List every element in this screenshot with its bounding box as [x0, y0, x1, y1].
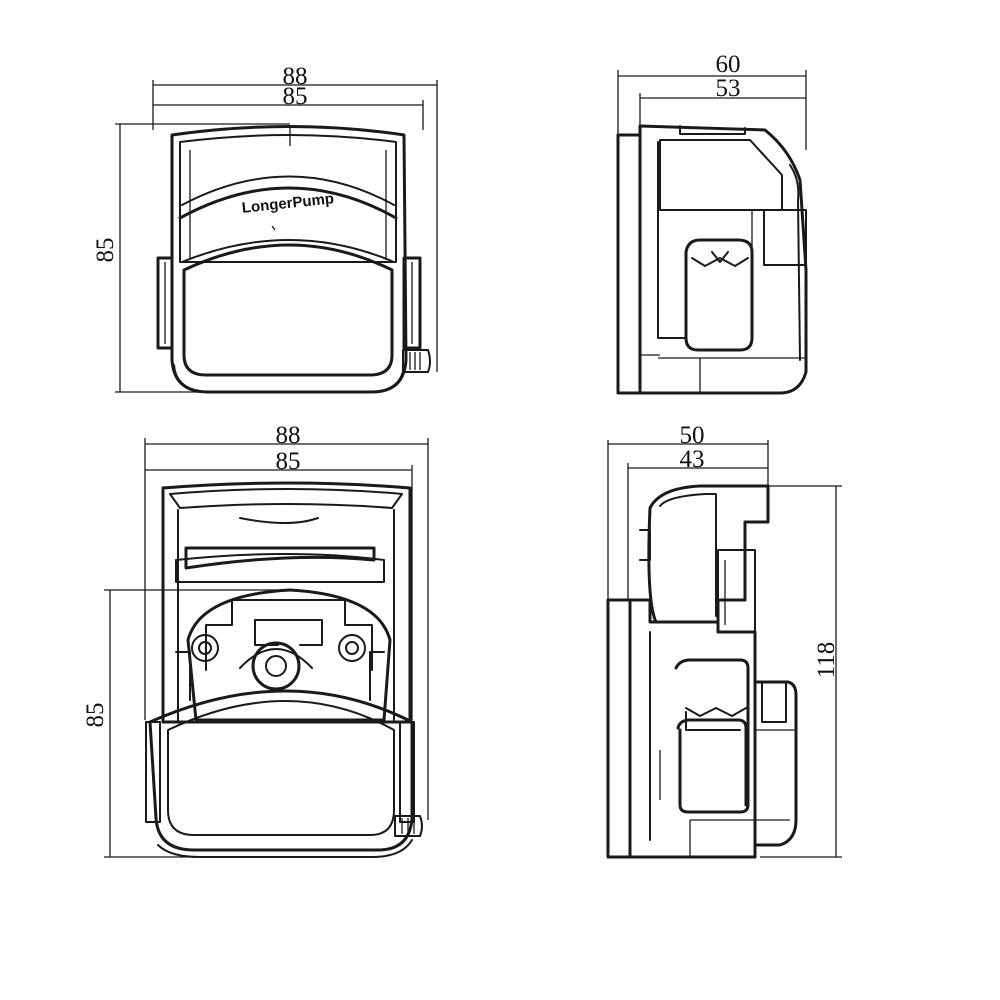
- front-view-top: 88 85 85 Lo: [92, 63, 438, 394]
- side-view-bottom: 50 43 118: [606, 422, 842, 859]
- pump-head-open: [145, 481, 423, 858]
- dim-width-outer: 88: [276, 422, 301, 449]
- dimension-lines-side-top: [617, 70, 807, 150]
- dim-height: 118: [813, 642, 840, 679]
- dimension-lines-front-bottom: [104, 438, 429, 858]
- dimension-lines-front-top: [115, 80, 438, 393]
- front-view-bottom: 88 85 85: [82, 422, 429, 858]
- dim-depth-inner: 53: [716, 75, 741, 102]
- dim-width-inner: 85: [283, 83, 308, 110]
- dim-depth-outer: 60: [716, 51, 741, 78]
- dim-height: 85: [92, 238, 119, 263]
- brand-logo: LongerPump: [241, 190, 335, 217]
- pump-head-side: [616, 124, 808, 395]
- dim-height: 85: [82, 703, 109, 728]
- pump-head-side-open: [606, 484, 798, 859]
- dimension-lines-side-bottom: [607, 440, 842, 858]
- dim-depth-outer: 50: [680, 422, 705, 449]
- dim-width-inner: 85: [276, 448, 301, 475]
- pump-head-front: [156, 125, 431, 394]
- dim-width-outer: 88: [283, 63, 308, 90]
- dim-depth-inner: 43: [680, 446, 705, 473]
- side-view-top: 60 53: [616, 51, 808, 395]
